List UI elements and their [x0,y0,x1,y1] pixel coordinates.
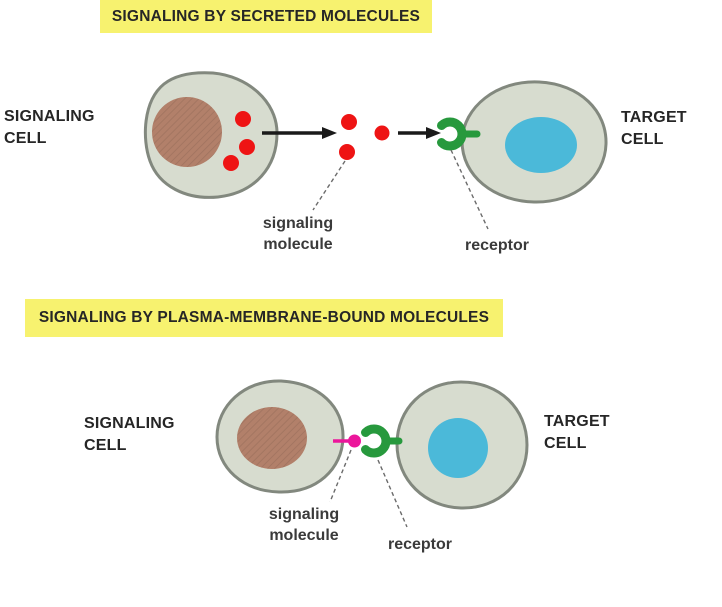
target-cell-label: TARGET CELL [544,413,610,452]
panel-title-banner: SIGNALING BY SECRETED MOLECULES [100,0,432,33]
signaling-molecule-dot [239,139,255,155]
target-cell-nucleus [505,117,577,173]
secretion-arrow-head [322,127,337,139]
leader-line-receptor [377,459,408,528]
leader-line-receptor [450,149,489,230]
signaling-cell-label: SIGNALING CELL [4,108,95,147]
signaling-cell-label: SIGNALING CELL [84,415,175,454]
receptor-icon [361,424,391,458]
signaling-molecule-dot [235,111,251,127]
receptor-label: receptor [387,536,453,553]
membrane-molecule-head [348,434,361,448]
free-signaling-molecule-dot [339,144,355,160]
target-cell-nucleus [428,418,488,478]
nucleus-hatch-texture [152,97,222,167]
panel-title-banner: SIGNALING BY PLASMA-MEMBRANE-BOUND MOLEC… [25,299,503,337]
panel-membrane-graphics [215,379,529,528]
receptor-icon [437,117,467,151]
nucleus-hatch-texture [237,407,307,469]
free-signaling-molecule-dot [374,125,390,141]
target-cell-label: TARGET CELL [621,109,687,148]
binding-arrow-head [426,127,441,139]
signaling-molecule-label: signaling molecule [268,506,340,544]
leader-line-signaling-molecule [312,160,346,211]
free-signaling-molecule-dot [341,114,357,130]
panel-secreted-graphics [143,71,608,230]
signaling-molecule-dot [223,155,239,171]
signaling-molecule-label: signaling molecule [262,215,334,253]
receptor-label: receptor [464,237,530,254]
leader-line-signaling-molecule [329,449,352,503]
